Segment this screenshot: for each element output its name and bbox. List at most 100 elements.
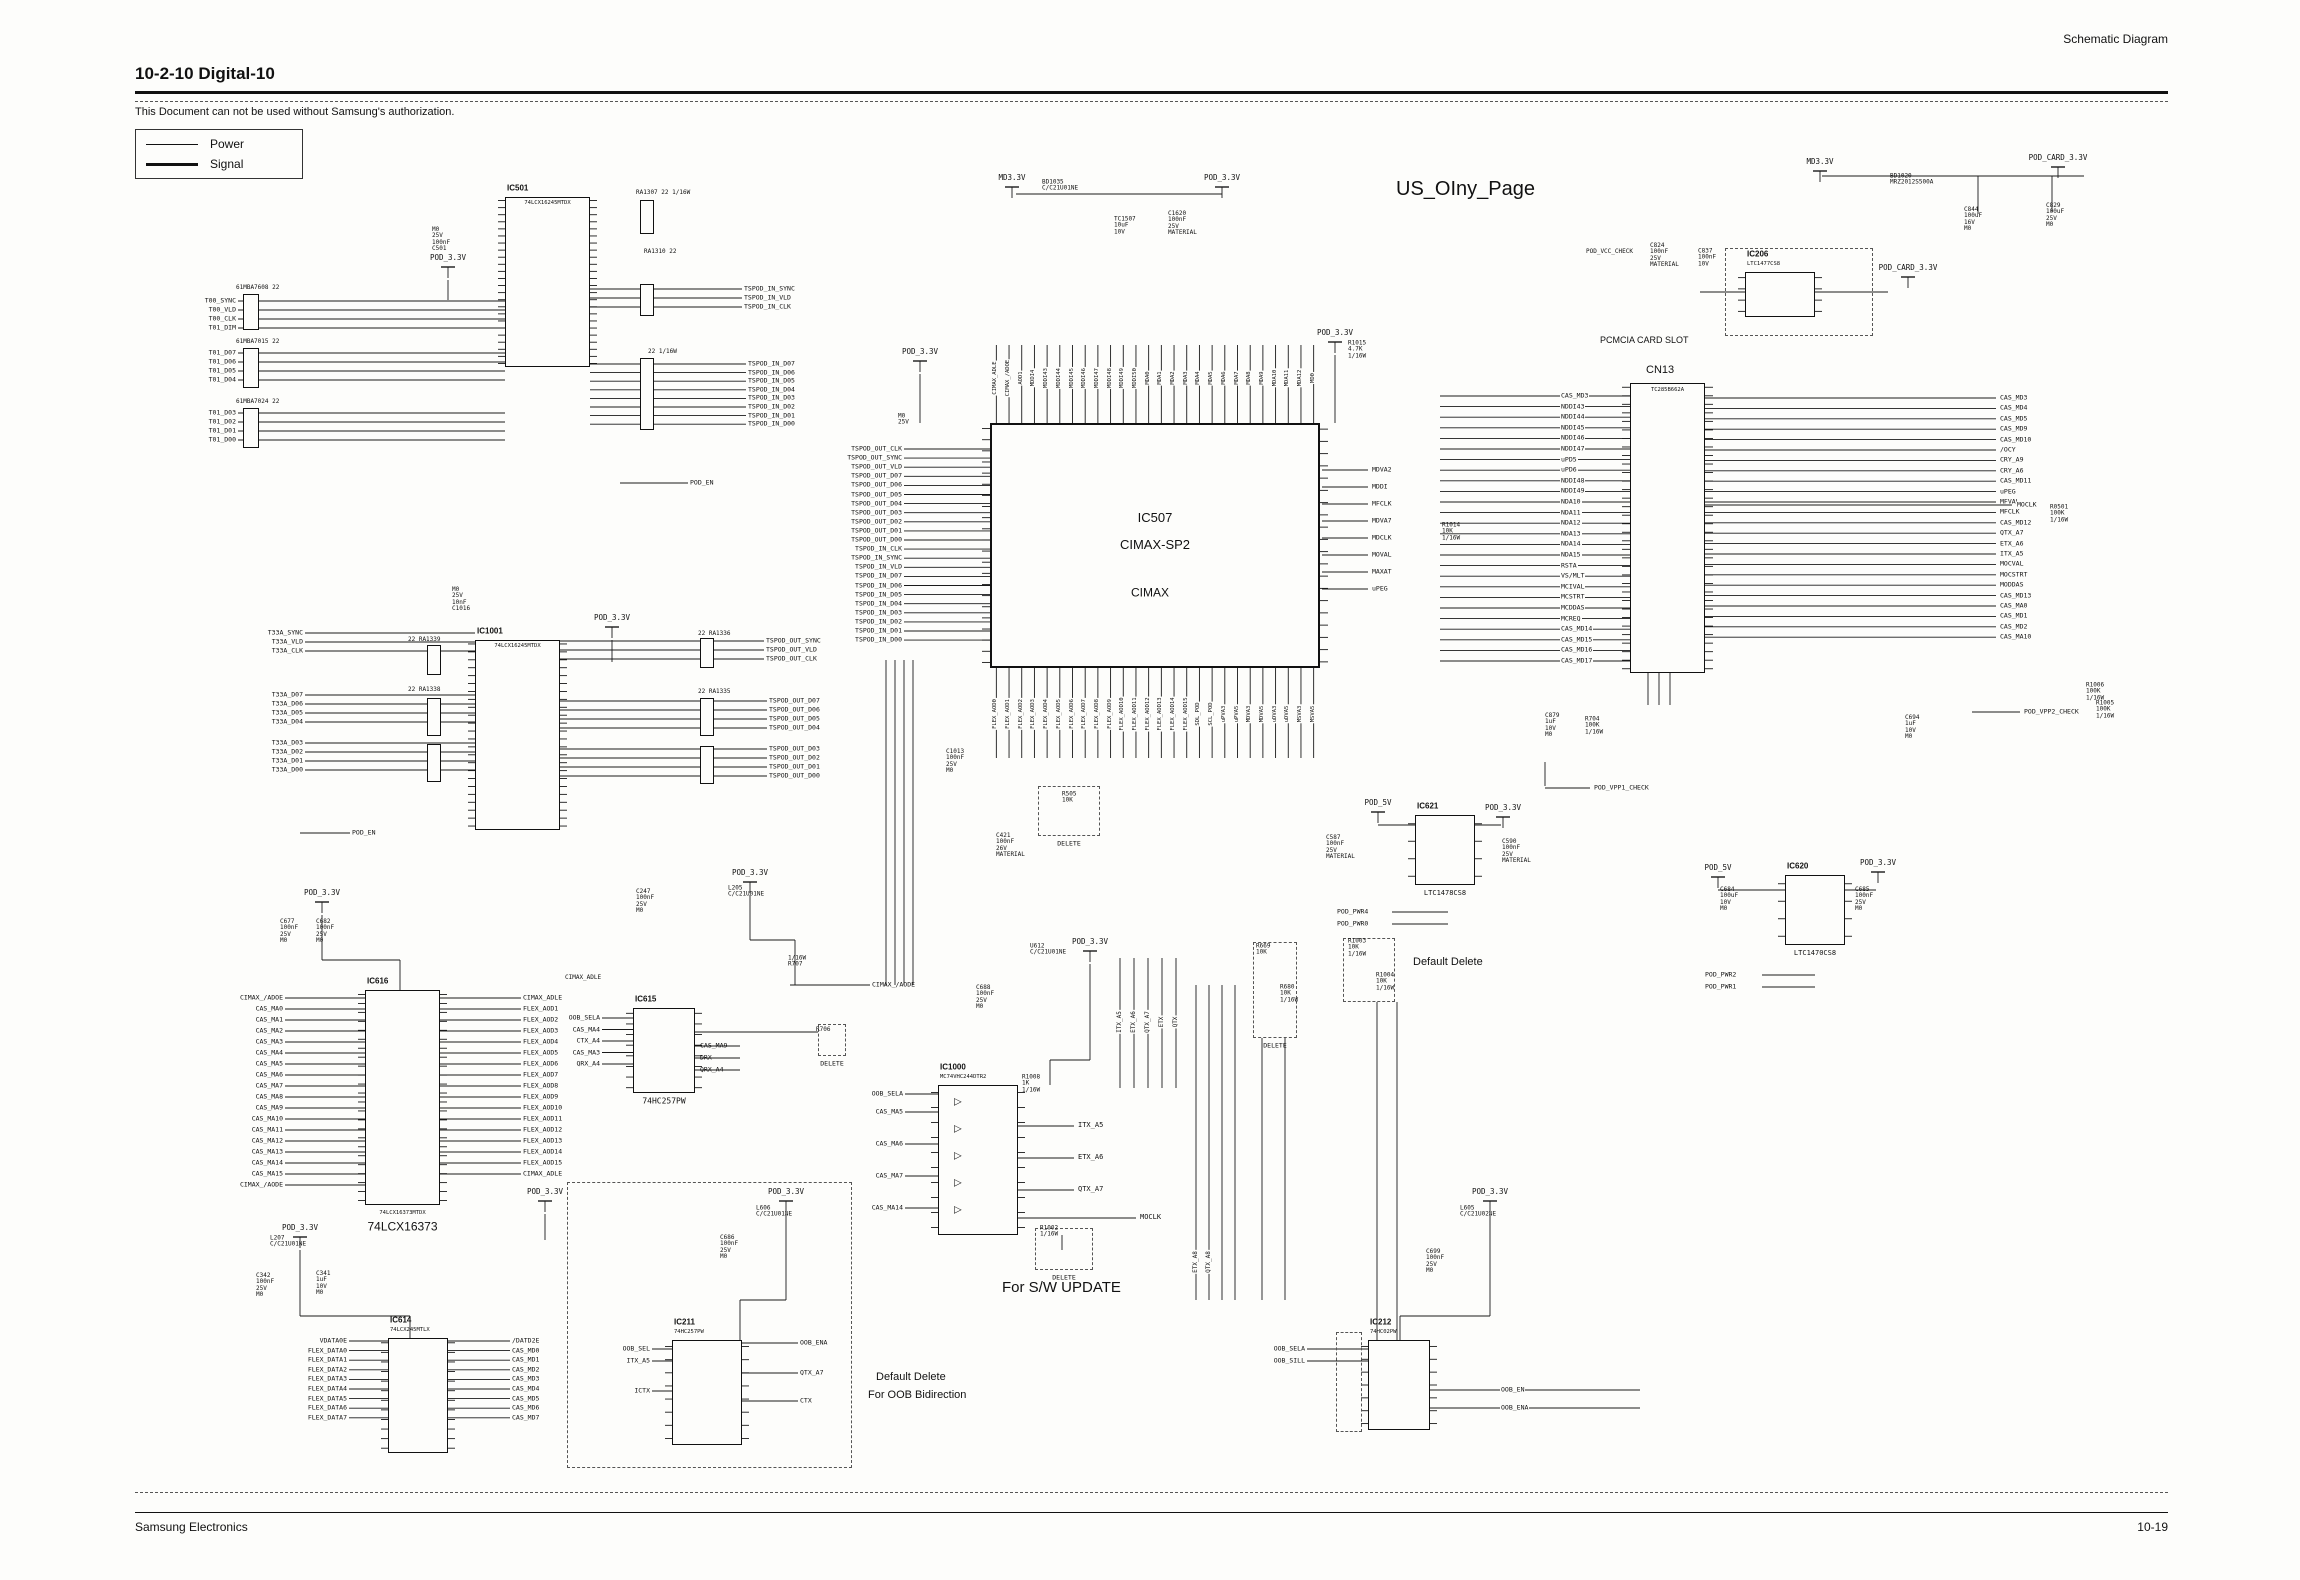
net-label: MDVA7	[1372, 516, 1392, 525]
power-flag-label: POD_CARD_3.3V	[2028, 152, 2088, 162]
annotation: Default Delete	[876, 1371, 946, 1384]
net-label: TSPOD_IN_D05	[855, 590, 902, 599]
net-label: MDVA5	[1258, 704, 1266, 724]
annotation: Default Delete	[1413, 956, 1483, 969]
net-label: T33A_D00	[271, 765, 303, 774]
net-label: CAS_MA10	[251, 1114, 283, 1123]
net-label: T01_D01	[208, 426, 236, 435]
net-label: TSPOD_IN_VLD	[744, 293, 791, 302]
net-label: MDA0	[1144, 370, 1152, 386]
annotation: C686 100nF 25V M0	[720, 1234, 739, 1261]
net-label: T01_DIM	[208, 323, 236, 332]
doc-type-label: Schematic Diagram	[2063, 32, 2168, 46]
net-label: CAS_MD9	[2000, 424, 2028, 433]
net-label: CIMAX_ADLE	[523, 993, 563, 1002]
ic-box	[1745, 272, 1815, 317]
net-label: ETX_A6	[1129, 1010, 1138, 1034]
net-label: QRX_A4	[576, 1059, 600, 1068]
net-label: TSPOD_IN_D01	[748, 411, 795, 420]
annotation: C590 100nF 25V MATERIAL	[1502, 838, 1531, 865]
pcmcia-connector	[1630, 383, 1705, 673]
net-label: TSPOD_IN_D03	[855, 608, 902, 617]
net-label: AOD1	[1017, 370, 1025, 386]
net-label: FLEX_AOD5	[523, 1048, 559, 1057]
ic-ref: IC620	[1787, 861, 1809, 871]
annotation: 22 1/16W	[648, 347, 677, 355]
net-label: CAS_MD5	[2000, 414, 2028, 423]
net-label: MDDI48	[1106, 367, 1114, 389]
net-label: CAS_MA9	[255, 1103, 283, 1112]
net-label: NDDI45	[1560, 423, 1586, 432]
net-label: CAS_MA3	[255, 1037, 283, 1046]
net-label: T00_CLK	[208, 314, 236, 323]
net-label: FLEX_AOD12	[1144, 696, 1152, 732]
net-label: /OCY	[2000, 445, 2016, 454]
net-label: NDDI46	[1560, 433, 1586, 442]
annotation: R1008 1K 1/16W	[1022, 1073, 1041, 1094]
net-label: QTX	[1171, 1015, 1180, 1029]
net-label: FLEX_AOD0	[992, 698, 1000, 730]
annotation: 61MBA7608 22	[236, 283, 280, 291]
net-label: T33A_D02	[271, 747, 303, 756]
net-label: CAS_MA6	[255, 1070, 283, 1079]
ic-box	[388, 1338, 448, 1453]
net-label: OOB_SELA	[1273, 1344, 1305, 1353]
net-label: NDA10	[1560, 497, 1582, 506]
annotation: 61MBA7024 22	[236, 397, 280, 405]
annotation: C247 100nF 25V M0	[636, 888, 655, 915]
top-divider	[135, 101, 2168, 102]
net-label: TSPOD_OUT_D06	[851, 480, 902, 489]
net-label: MDDI46	[1081, 367, 1089, 389]
net-label: T01_D04	[208, 375, 236, 384]
net-label: TSPOD_OUT_VLD	[851, 462, 902, 471]
net-label: CAS_MD0	[512, 1346, 540, 1355]
footer-company: Samsung Electronics	[135, 1520, 248, 1534]
annotation: PCMCIA CARD SLOT	[1600, 335, 1689, 346]
net-label: NDDI49	[1560, 486, 1586, 495]
net-label: CTX_A4	[576, 1036, 600, 1045]
net-label: MDA1	[1157, 370, 1165, 386]
net-label: MDDI4	[1030, 368, 1038, 388]
annotation: U612 C/C21U01NE	[1030, 942, 1067, 956]
resistor-network	[700, 638, 714, 668]
net-label: T33A_D04	[271, 717, 303, 726]
net-label: MCSTRT	[1560, 592, 1586, 601]
annotation: 22 RA1339	[408, 635, 441, 643]
net-label: NDA12	[1560, 518, 1582, 527]
legend-row-signal: Signal	[146, 157, 292, 171]
annotation: CIMAX_ADLE	[565, 973, 602, 981]
annotation: R704 100K 1/16W	[1585, 715, 1604, 736]
net-label: TSPOD_IN_CLK	[744, 302, 791, 311]
net-label: POD_PWR1	[1705, 982, 1737, 991]
net-label: uPD5	[1560, 455, 1578, 464]
ic-ref: IC1000	[940, 1062, 966, 1072]
net-label: QTX_A7	[1078, 1185, 1104, 1194]
net-label: TSPOD_OUT_CLK	[766, 654, 817, 663]
net-label: TSPOD_IN_VLD	[855, 562, 902, 571]
ic-part: MC74VHC244DTR2	[940, 1074, 987, 1081]
net-label: T33A_D07	[271, 690, 303, 699]
net-label: TSPOD_IN_D07	[855, 571, 902, 580]
net-label: FLEX_AOD15	[1182, 696, 1190, 732]
annotation: R706	[816, 1025, 831, 1033]
net-label: T33A_SYNC	[267, 628, 303, 637]
net-label: OOB_SELA	[871, 1089, 903, 1098]
net-label: MD0	[1309, 372, 1317, 384]
net-label: POD_VPP2_CHECK	[2024, 707, 2079, 716]
net-label: NDA11	[1560, 508, 1582, 517]
net-label: FLEX_AOD11	[523, 1114, 563, 1123]
dashed-box	[1725, 248, 1873, 336]
net-label: CAS_MD4	[512, 1384, 540, 1393]
net-label: MFVAL	[2000, 497, 2020, 506]
net-label: TSPOD_IN_CLK	[855, 544, 902, 553]
net-label: MDDI45	[1068, 367, 1076, 389]
net-label: CRY_A6	[2000, 466, 2024, 475]
buffer-symbol: ▷	[954, 1123, 962, 1135]
annotation: C879 1uF 10V M0	[1545, 712, 1560, 739]
net-label: NDA13	[1560, 529, 1582, 538]
power-flag-label: POD_3.3V	[1316, 327, 1354, 337]
ic-box	[505, 197, 590, 367]
net-label: CAS_MA8	[255, 1092, 283, 1101]
dashed-box	[818, 1024, 846, 1056]
ic-ref: IC1001	[477, 626, 503, 636]
